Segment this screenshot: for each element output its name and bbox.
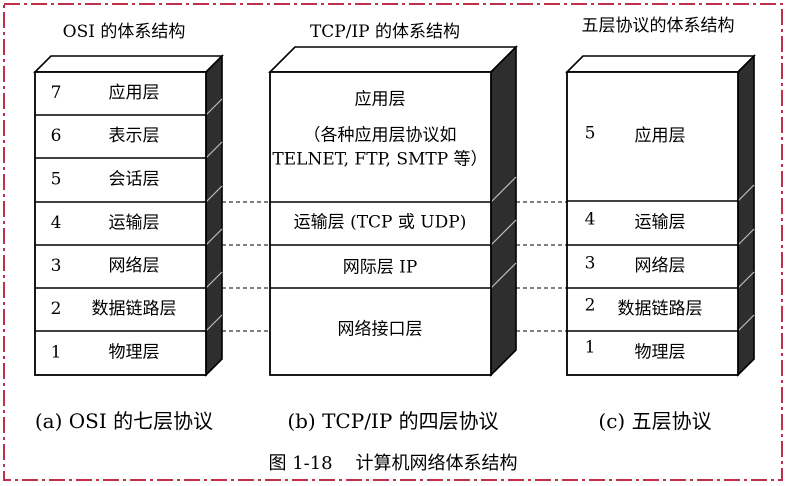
tcpip-front-face <box>269 71 492 376</box>
osi-layer-name: 表示层 <box>109 126 160 146</box>
five-top-face <box>565 55 756 73</box>
five-front-face <box>566 71 739 376</box>
five-side-divider <box>737 184 755 202</box>
tcpip-layer-label: 运输层 (TCP 或 UDP) <box>294 213 467 233</box>
tcpip-layer-label: 网络接口层 <box>338 320 423 340</box>
osi-caption: (a) OSI 的七层协议 <box>35 409 213 433</box>
osi-layer-name: 运输层 <box>109 213 160 233</box>
five-title: 五层协议的体系结构 <box>582 16 735 36</box>
five-layer-number: 4 <box>585 210 596 230</box>
osi-layer-name: 应用层 <box>109 83 160 103</box>
osi-layer-number: 1 <box>51 343 62 363</box>
osi-layer-name: 网络层 <box>109 256 160 276</box>
osi-front-face <box>34 71 207 376</box>
five-layer-number: 1 <box>585 338 596 358</box>
osi-side-divider <box>205 141 223 159</box>
tcpip-layer-label: TELNET, FTP, SMTP 等） <box>272 150 487 170</box>
osi-layer-name: 会话层 <box>109 170 160 190</box>
osi-layer-number: 5 <box>51 170 62 190</box>
tcpip-layer-label: 网际层 IP <box>343 258 418 278</box>
five-side-divider <box>737 228 755 246</box>
five-side-face <box>737 54 755 377</box>
five-layer-number: 3 <box>585 254 596 274</box>
osi-layer-number: 3 <box>51 256 62 276</box>
osi-layer-number: 4 <box>51 213 62 233</box>
osi-layer-name: 数据链路层 <box>92 299 177 319</box>
osi-stack: 7 应用层 6 表示层 5 会话层 4 运输层 3 网络层 2 数据链路层 1 物理层 <box>33 54 224 377</box>
osi-layer-name: 物理层 <box>109 343 160 363</box>
osi-layer-number: 2 <box>51 299 62 319</box>
five-caption: (c) 五层协议 <box>598 409 711 433</box>
osi-side-divider <box>205 98 223 116</box>
osi-side-divider <box>205 271 223 289</box>
five-layer-name: 物理层 <box>635 343 686 363</box>
figure-frame <box>3 3 783 481</box>
five-stack: 5 应用层 4 运输层 3 网络层 2 数据链路层 1 物理层 <box>565 54 756 377</box>
five-layer-name: 网络层 <box>635 256 686 276</box>
osi-layer-number: 6 <box>51 126 62 146</box>
tcpip-side-face <box>490 45 517 377</box>
tcpip-stack: 应用层 （各种应用层协议如 TELNET, FTP, SMTP 等） 运输层 (TCP… <box>268 45 518 377</box>
figure-caption: 图 1-18 计算机网络体系结构 <box>268 453 517 474</box>
osi-side-divider <box>205 228 223 246</box>
tcpip-title: TCP/IP 的体系结构 <box>310 22 460 42</box>
osi-top-face <box>33 55 224 73</box>
tcpip-side-divider <box>490 176 517 203</box>
five-layer-number: 5 <box>585 124 596 144</box>
five-side-divider <box>737 314 755 332</box>
osi-side-divider <box>205 185 223 203</box>
osi-layer-number: 7 <box>51 83 62 103</box>
tcpip-side-divider <box>490 262 517 289</box>
five-side-divider <box>737 271 755 289</box>
layer-connectors <box>222 201 567 332</box>
tcpip-layer-label: （各种应用层协议如 <box>304 126 457 146</box>
osi-title: OSI 的体系结构 <box>63 22 186 42</box>
osi-side-face <box>205 54 223 377</box>
tcpip-layer-label: 应用层 <box>355 90 406 110</box>
five-layer-name: 运输层 <box>635 213 686 233</box>
osi-side-divider <box>205 314 223 332</box>
five-layer-number: 2 <box>585 296 596 316</box>
five-layer-name: 应用层 <box>635 126 686 146</box>
tcpip-side-divider <box>490 219 517 246</box>
tcpip-top-face <box>268 46 518 73</box>
five-layer-name: 数据链路层 <box>618 299 703 319</box>
tcpip-caption: (b) TCP/IP 的四层协议 <box>287 409 498 433</box>
